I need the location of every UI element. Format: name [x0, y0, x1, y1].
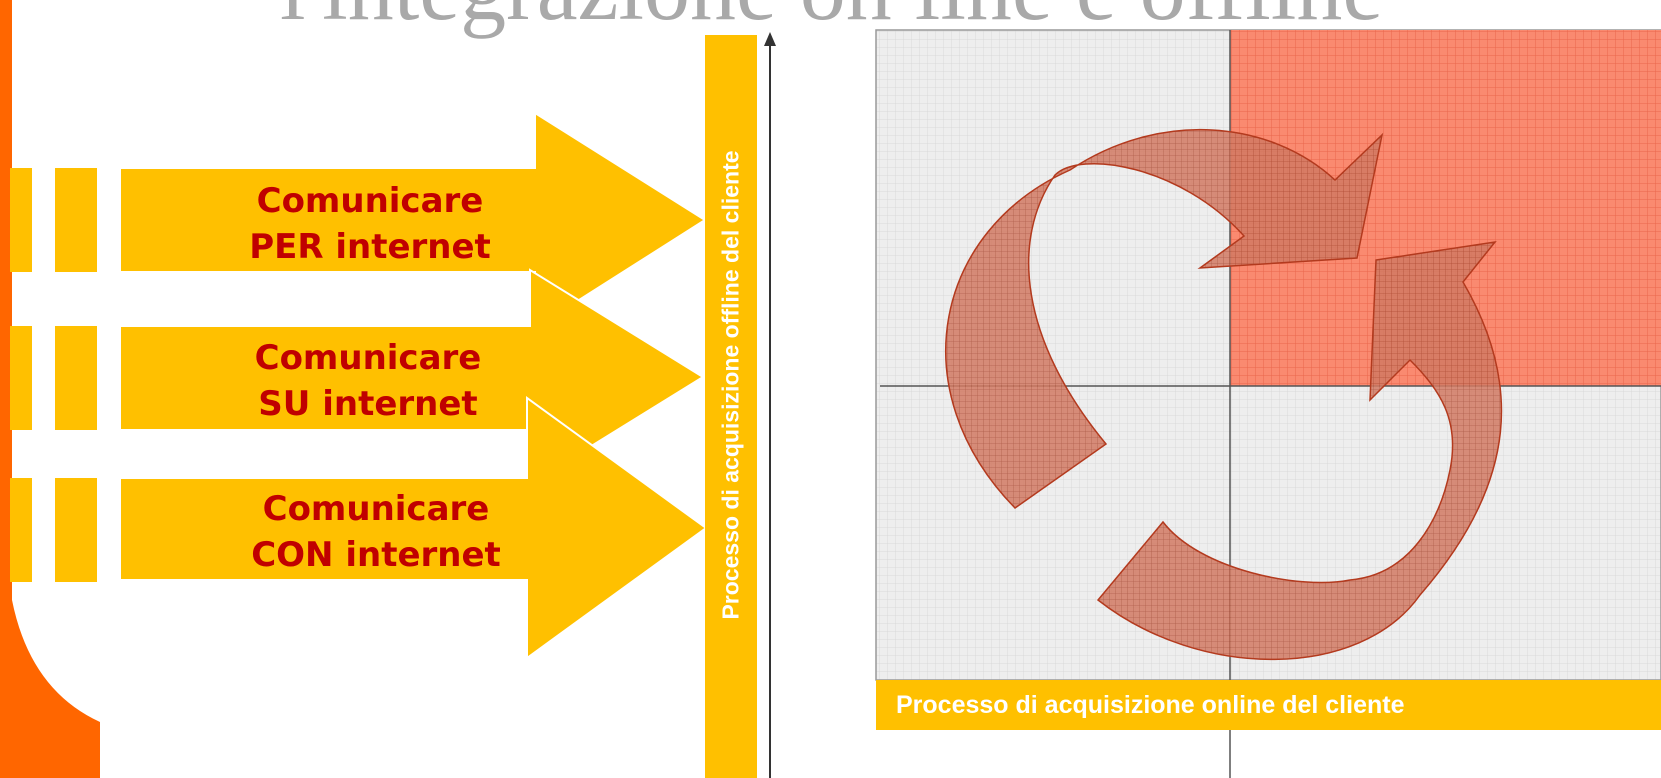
arrow-per-internet [10, 111, 707, 330]
offline-axis-bar [705, 35, 757, 778]
arrow-label-con: Comunicare CON internet [166, 486, 586, 578]
side-bracket [0, 0, 100, 778]
offline-axis-label: Processo di acquisizione offline del cli… [717, 150, 744, 620]
arrow-label-su-line1: Comunicare [254, 338, 482, 378]
online-axis-bar: Processo di acquisizione online del clie… [876, 680, 1661, 730]
arrow-label-per-line2: PER internet [249, 227, 491, 267]
arrow-label-su: Comunicare SU internet [158, 335, 578, 427]
arrow-label-con-line1: Comunicare [262, 489, 490, 529]
cycle-arrow-right [1096, 240, 1503, 661]
arrow-con-internet [10, 396, 708, 660]
arrow-label-con-line2: CON internet [251, 535, 501, 575]
arrow-label-per: Comunicare PER internet [160, 178, 580, 270]
online-axis-label: Processo di acquisizione online del clie… [896, 691, 1405, 719]
offline-axis [764, 32, 776, 778]
arrow-label-per-line1: Comunicare [256, 181, 484, 221]
cycle-arrows [945, 128, 1503, 661]
page-title: l'integrazione on line e offline [280, 0, 1460, 34]
cycle-arrow-top-left [945, 128, 1384, 509]
arrow-label-su-line2: SU internet [258, 384, 478, 424]
